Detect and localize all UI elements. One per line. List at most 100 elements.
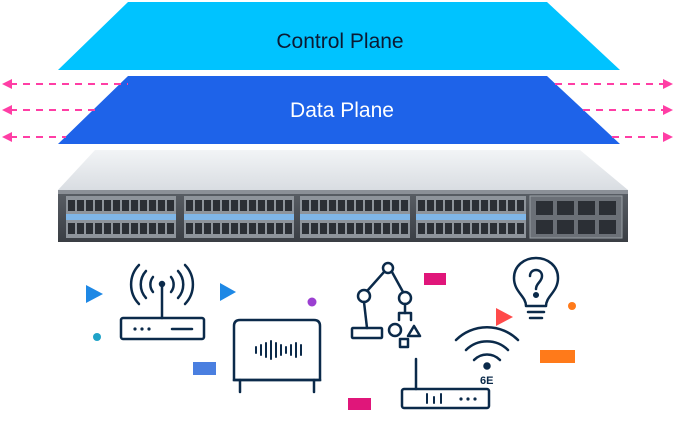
robot-arm-icon — [350, 261, 422, 349]
ethernet-port — [445, 200, 452, 211]
ethernet-port — [418, 200, 425, 211]
ethernet-port — [374, 200, 381, 211]
ethernet-port — [231, 200, 238, 211]
ethernet-port — [454, 223, 461, 234]
uplink-module — [529, 195, 623, 239]
ethernet-port — [77, 200, 84, 211]
ethernet-port — [68, 200, 75, 211]
port-group-2 — [184, 196, 294, 238]
ethernet-port — [95, 200, 102, 211]
arrow-row-top — [2, 79, 673, 89]
ethernet-port — [481, 223, 488, 234]
access-point-icon — [232, 318, 322, 394]
ethernet-port — [383, 200, 390, 211]
ethernet-port — [463, 223, 470, 234]
ethernet-port — [445, 223, 452, 234]
ethernet-port — [158, 200, 165, 211]
ethernet-port — [258, 223, 265, 234]
ethernet-port — [258, 200, 265, 211]
ethernet-port — [401, 200, 408, 211]
ethernet-port — [195, 200, 202, 211]
ethernet-port — [472, 223, 479, 234]
accent-bar-orange — [540, 350, 575, 363]
ethernet-port — [122, 223, 129, 234]
ethernet-port — [365, 223, 372, 234]
sfp-port — [599, 220, 616, 234]
sfp-port — [536, 220, 553, 234]
sfp-port — [536, 201, 553, 215]
ethernet-port — [285, 200, 292, 211]
ethernet-port — [104, 200, 111, 211]
ethernet-port — [222, 223, 229, 234]
ethernet-port — [436, 223, 443, 234]
play-triangle-3 — [496, 308, 513, 326]
ethernet-port — [329, 200, 336, 211]
ethernet-port — [347, 200, 354, 211]
ethernet-port — [186, 223, 193, 234]
arrow-row-middle — [2, 105, 673, 115]
ethernet-port — [204, 200, 211, 211]
ethernet-port — [436, 200, 443, 211]
accent-dot-teal — [93, 333, 101, 341]
sfp-port — [557, 220, 574, 234]
ethernet-port — [392, 223, 399, 234]
ethernet-port — [356, 223, 363, 234]
ethernet-port — [186, 200, 193, 211]
play-triangle-1 — [86, 285, 103, 303]
ethernet-port — [356, 200, 363, 211]
accent-bar-blue — [193, 362, 216, 375]
ethernet-port — [158, 223, 165, 234]
ethernet-port — [276, 223, 283, 234]
ethernet-port — [167, 223, 174, 234]
switch-port-groups — [66, 196, 526, 238]
ethernet-port — [86, 223, 93, 234]
ethernet-port — [240, 200, 247, 211]
ethernet-port — [122, 200, 129, 211]
wifi-6e-badge: 6E — [480, 375, 493, 387]
ethernet-port — [204, 223, 211, 234]
ethernet-port — [311, 223, 318, 234]
ethernet-port — [302, 200, 309, 211]
ethernet-port — [104, 223, 111, 234]
ethernet-port — [195, 223, 202, 234]
accent-bar-magenta-1 — [424, 273, 446, 285]
ethernet-port — [454, 200, 461, 211]
ethernet-port — [302, 223, 309, 234]
port-group-4 — [416, 196, 526, 238]
ethernet-port — [481, 200, 488, 211]
ethernet-port — [149, 223, 156, 234]
ethernet-port — [213, 223, 220, 234]
wireless-router-icon — [119, 263, 206, 341]
ethernet-port — [383, 223, 390, 234]
ethernet-port — [86, 200, 93, 211]
ethernet-port — [374, 223, 381, 234]
ethernet-port — [77, 223, 84, 234]
ethernet-port — [68, 223, 75, 234]
port-group-1 — [66, 196, 176, 238]
ethernet-port — [249, 200, 256, 211]
ethernet-port — [320, 200, 327, 211]
lightbulb-idea-icon — [512, 256, 560, 320]
sfp-port — [578, 201, 595, 215]
ethernet-port — [311, 200, 318, 211]
ethernet-port — [213, 200, 220, 211]
ethernet-port — [490, 200, 497, 211]
ethernet-port — [222, 200, 229, 211]
ethernet-port — [329, 223, 336, 234]
ethernet-port — [231, 223, 238, 234]
ethernet-port — [249, 223, 256, 234]
ethernet-port — [338, 200, 345, 211]
ethernet-port — [285, 223, 292, 234]
ethernet-port — [418, 223, 425, 234]
network-switch — [58, 150, 628, 242]
play-triangle-2 — [220, 283, 236, 301]
switch-top-panel — [58, 150, 628, 190]
port-group-3 — [300, 196, 410, 238]
ethernet-port — [499, 200, 506, 211]
ethernet-port — [392, 200, 399, 211]
ethernet-port — [167, 200, 174, 211]
accent-dot-orange — [568, 302, 576, 310]
ethernet-port — [427, 200, 434, 211]
sfp-port — [557, 201, 574, 215]
